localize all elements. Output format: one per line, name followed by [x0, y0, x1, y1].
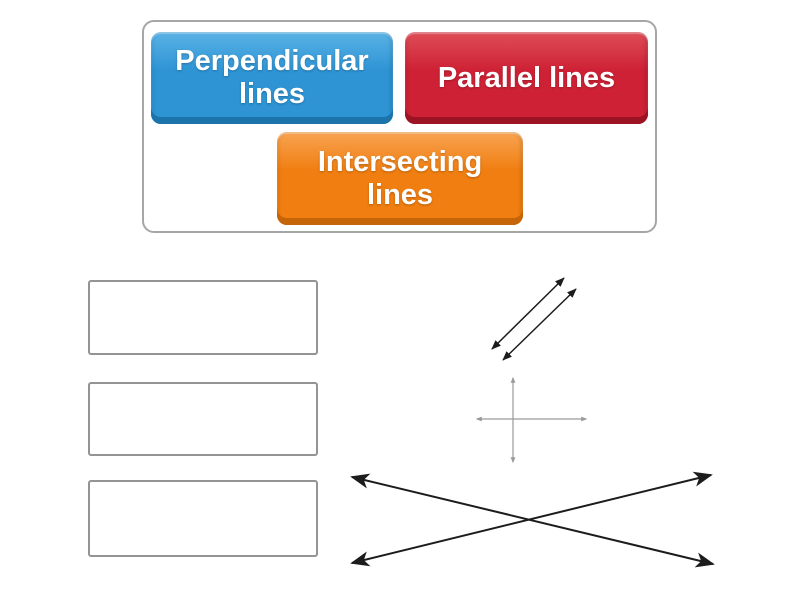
- tile-label: Perpendicular lines: [175, 45, 369, 110]
- intersecting-lines-figure: [350, 471, 715, 568]
- perpendicular-lines-figure: [475, 376, 588, 464]
- tile-label: Intersecting lines: [317, 145, 483, 211]
- answer-slot-3[interactable]: [88, 480, 318, 557]
- tile-intersecting-lines[interactable]: Intersecting lines: [277, 132, 523, 225]
- answer-slot-1[interactable]: [88, 280, 318, 355]
- tile-parallel-lines[interactable]: Parallel lines: [405, 32, 648, 124]
- tile-label: Parallel lines: [437, 61, 616, 94]
- parallel-lines-figure: [491, 277, 577, 361]
- tile-perpendicular-lines[interactable]: Perpendicular lines: [151, 32, 393, 124]
- answer-slot-2[interactable]: [88, 382, 318, 456]
